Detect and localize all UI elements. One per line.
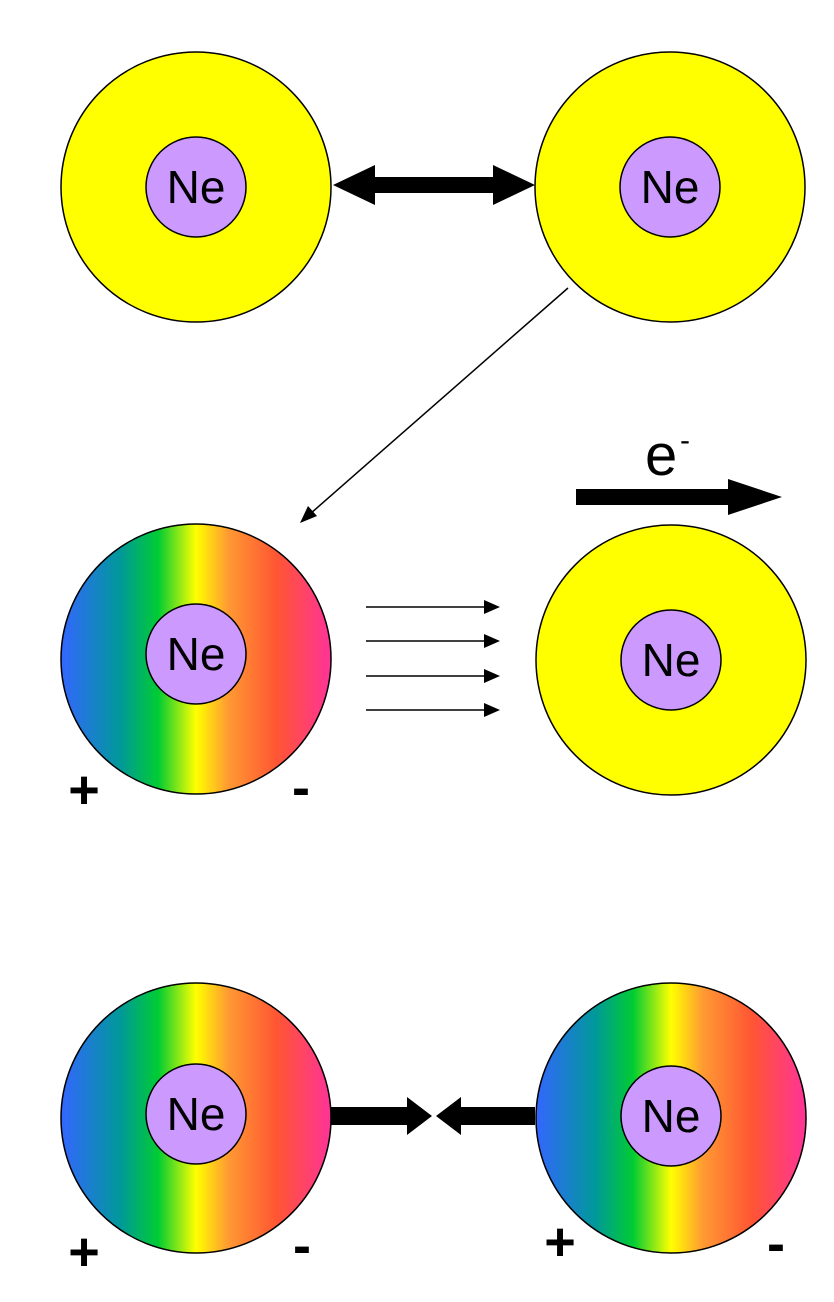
field-line-arrows xyxy=(366,600,500,717)
negative-charge-label: - xyxy=(293,1216,311,1276)
double-headed-arrow-icon xyxy=(333,165,535,205)
atom-row3-right: Ne + - xyxy=(535,982,807,1274)
atom-label: Ne xyxy=(642,634,701,686)
thin-arrow-icon xyxy=(300,287,569,523)
negative-charge-label: - xyxy=(767,1214,785,1274)
electron-label: e - xyxy=(645,423,690,488)
atom-label: Ne xyxy=(167,628,226,680)
attraction-arrows xyxy=(331,1097,535,1135)
positive-charge-label: + xyxy=(544,1212,576,1272)
electron-symbol: e xyxy=(645,423,677,488)
nucleus xyxy=(145,136,247,238)
thin-arrow-icon xyxy=(366,703,500,717)
thin-arrow-icon xyxy=(366,634,500,648)
nucleus xyxy=(620,609,722,711)
atom-label: Ne xyxy=(641,161,700,213)
thin-arrow-icon xyxy=(366,600,500,614)
thin-arrow-icon xyxy=(366,669,500,683)
negative-charge-label: - xyxy=(292,758,310,818)
bold-arrow-icon xyxy=(576,479,782,515)
nucleus xyxy=(619,136,721,238)
atom-label: Ne xyxy=(167,1088,226,1140)
bold-arrow-icon xyxy=(331,1097,432,1135)
atom-row1-right: Ne xyxy=(534,51,806,323)
nucleus xyxy=(145,1063,247,1165)
atom-label: Ne xyxy=(167,161,226,213)
atom-label: Ne xyxy=(642,1090,701,1142)
atom-row2-left: Ne + - xyxy=(60,523,332,820)
positive-charge-label: + xyxy=(68,1222,100,1282)
electron-charge: - xyxy=(680,424,690,457)
nucleus xyxy=(620,1065,722,1167)
atom-row3-left: Ne + - xyxy=(60,982,332,1282)
atom-row1-left: Ne xyxy=(60,51,332,323)
atom-row2-right: Ne xyxy=(535,524,807,796)
bold-arrow-icon xyxy=(436,1097,535,1135)
nucleus xyxy=(145,603,247,705)
positive-charge-label: + xyxy=(68,760,100,820)
